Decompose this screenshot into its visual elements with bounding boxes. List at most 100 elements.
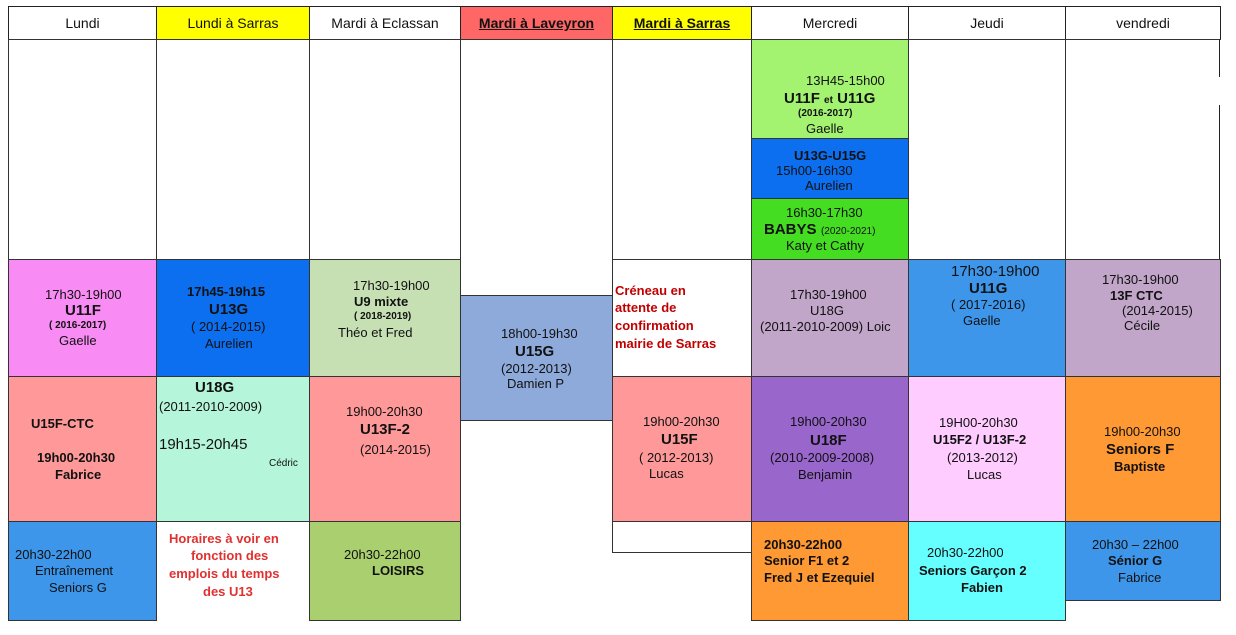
years-label: (2010-2009-2008) (770, 450, 875, 465)
time-label: 19h00-20h30 (346, 404, 423, 419)
mercredi-babys-time: 16h30-17h30 (786, 205, 863, 220)
cell-vendredi-senior-g: 20h30 – 22h00 Sénior G Fabrice (1065, 521, 1221, 601)
time-label: 20h30-22h00 (15, 547, 92, 562)
cell-jeudi-u11g: 17h30-19h00 U11G ( 2017-2016) Gaelle (908, 259, 1066, 377)
empty-cell-lundi-sarras (156, 39, 310, 260)
group-label: U18G (810, 303, 844, 318)
group-label: U18G (195, 379, 235, 396)
mercredi-u11f-label: U11F (784, 90, 820, 107)
header-vendredi: vendredi (1065, 6, 1221, 40)
coach-label: Cédric (269, 458, 298, 469)
header-mercredi: Mercredi (751, 6, 909, 40)
years-label: ( 2017-2016) (951, 297, 1026, 312)
header-jeudi: Jeudi (908, 6, 1066, 40)
cell-jeudi-seniors-garcon: 20h30-22h00 Seniors Garçon 2 Fabien (908, 521, 1066, 621)
years-label: ( 2018-2019) (354, 311, 412, 322)
line-2: Seniors Garçon 2 (919, 563, 1027, 578)
time-label: 19h15-20h45 (159, 436, 248, 453)
time-label: 19h00-20h30 (37, 450, 116, 465)
line-2: Entraînement (35, 563, 114, 578)
time-label: 18h00-19h30 (501, 326, 578, 341)
cell-mardi-eclassan-u13f2: 19h00-20h30 U13F-2 (2014-2015) (309, 376, 461, 522)
header-mardi-eclassan: Mardi à Eclassan (309, 6, 461, 40)
years-label: (2014-2015) (1122, 303, 1193, 318)
empty-cell-jeudi (908, 39, 1066, 260)
time-label: 17h30-19h00 (353, 278, 430, 293)
empty-cell-lundi (8, 39, 157, 260)
years-label: (2011-2010-2009) (159, 399, 263, 414)
years-label: ( 2012-2013) (639, 450, 714, 465)
cell-mardi-sarras-empty (612, 521, 752, 553)
line-3: Fred J et Ezequiel (764, 570, 875, 585)
time-label: 19h00-20h30 (1104, 424, 1181, 439)
group-label: U11G (969, 280, 1008, 297)
time-label: 19h00-20h30 (790, 414, 867, 429)
cell-mercredi-senior-f: 20h30-22h00 Senior F1 et 2 Fred J et Eze… (751, 521, 909, 621)
note-line-3: emplois du temps (169, 566, 280, 581)
right-border-segment-2 (1219, 105, 1220, 260)
header-mardi-laveyron: Mardi à Laveyron (460, 6, 613, 40)
mercredi-u11-block: 13H45-15h00 U11F et U11G (2016-2017) Gae… (751, 39, 909, 139)
line-3: Seniors G (49, 580, 107, 595)
coach-label: Baptiste (1114, 459, 1166, 474)
coach-label: Gaelle (963, 313, 1001, 328)
coach-label: Lucas (967, 467, 1002, 482)
group-label: U15F2 / U13F-2 (933, 432, 1027, 447)
empty-cell-mardi-eclassan (309, 39, 461, 260)
mercredi-babys-years: (2020-2021) (820, 226, 876, 237)
group-label: Seniors F (1106, 441, 1175, 458)
note-line-4: mairie de Sarras (615, 336, 717, 351)
cell-lundi-u11f: 17h30-19h00 U11F ( 2016-2017) Gaelle (8, 259, 157, 377)
group-label: Sénior G (1108, 553, 1163, 568)
coach-label: Fabrice (1118, 570, 1162, 585)
group-label: U13G (209, 301, 249, 318)
group-label: U18F (810, 432, 847, 449)
group-label: U15F-CTC (31, 416, 94, 431)
years-label: ( 2014-2015) (191, 319, 266, 334)
group-label: U9 mixte (354, 294, 409, 309)
mercredi-u11-coach: Gaelle (806, 121, 844, 136)
coach-label: Lucas (649, 466, 684, 481)
line-2: Senior F1 et 2 (764, 553, 850, 568)
mercredi-u13-u15-time: 15h00-16h30 (776, 163, 853, 178)
time-label: 19H00-20h30 (939, 415, 1018, 430)
mercredi-u13-u15-block: U13G-U15G 15h00-16h30 Aurelien (751, 138, 909, 199)
note-line-4: des U13 (203, 584, 253, 599)
note-line-3: confirmation (615, 318, 694, 333)
cell-mardi-eclassan-u9: 17h30-19h00 U9 mixte ( 2018-2019) Théo e… (309, 259, 461, 377)
empty-cell-mardi-sarras (612, 39, 752, 260)
time-label: 17h45-19h15 (187, 284, 266, 299)
cell-vendredi-13f: 17h30-19h00 13F CTC (2014-2015) Cécile (1065, 259, 1221, 377)
note-line-1: Horaires à voir en (169, 531, 279, 546)
coach-label: Fabrice (55, 467, 102, 482)
coach-label: Théo et Fred (338, 325, 413, 340)
cell-mardi-laveyron-u15g: 18h00-19h30 U15G (2012-2013) Damien P (460, 295, 613, 421)
empty-cell-mardi-laveyron (460, 39, 613, 296)
time-label: 17h30-19h00 (1102, 272, 1179, 287)
group-label: LOISIRS (372, 563, 425, 578)
mercredi-et-label: et (824, 95, 833, 106)
years-label: (2012-2013) (501, 361, 572, 376)
mercredi-u13-u15-coach: Aurelien (805, 178, 853, 193)
group-label: U11F (65, 302, 101, 319)
header-lundi-sarras: Lundi à Sarras (156, 6, 310, 40)
line-3: Fabien (961, 580, 1003, 595)
group-label: U15G (515, 343, 555, 360)
time-label: 20h30-22h00 (344, 547, 421, 562)
mercredi-babys-line: BABYS (2020-2021) (764, 221, 875, 239)
coach-label: Gaelle (59, 333, 97, 348)
mercredi-u13-u15-group: U13G-U15G (794, 148, 867, 163)
group-label: U13F-2 (360, 421, 411, 438)
cell-mardi-sarras-note: Créneau en attente de confirmation mairi… (612, 259, 752, 377)
mercredi-babys-group: BABYS (764, 221, 817, 238)
cell-lundi-sarras-note: Horaires à voir en fonction des emplois … (156, 521, 310, 621)
mercredi-u11-time: 13H45-15h00 (806, 73, 885, 88)
cell-jeudi-u15f2: 19H00-20h30 U15F2 / U13F-2 (2013-2012) L… (908, 376, 1066, 522)
right-border-segment (1219, 39, 1220, 77)
mercredi-u11-groups: U11F et U11G (784, 90, 875, 107)
coach-label: Damien P (507, 376, 565, 391)
cell-mercredi-u18f: 19h00-20h30 U18F (2010-2009-2008) Benjam… (751, 376, 909, 522)
years-label: (2013-2012) (947, 450, 1018, 465)
cell-vendredi-seniors-f: 19h00-20h30 Seniors F Baptiste (1065, 376, 1221, 522)
group-label: U15F (661, 431, 698, 448)
